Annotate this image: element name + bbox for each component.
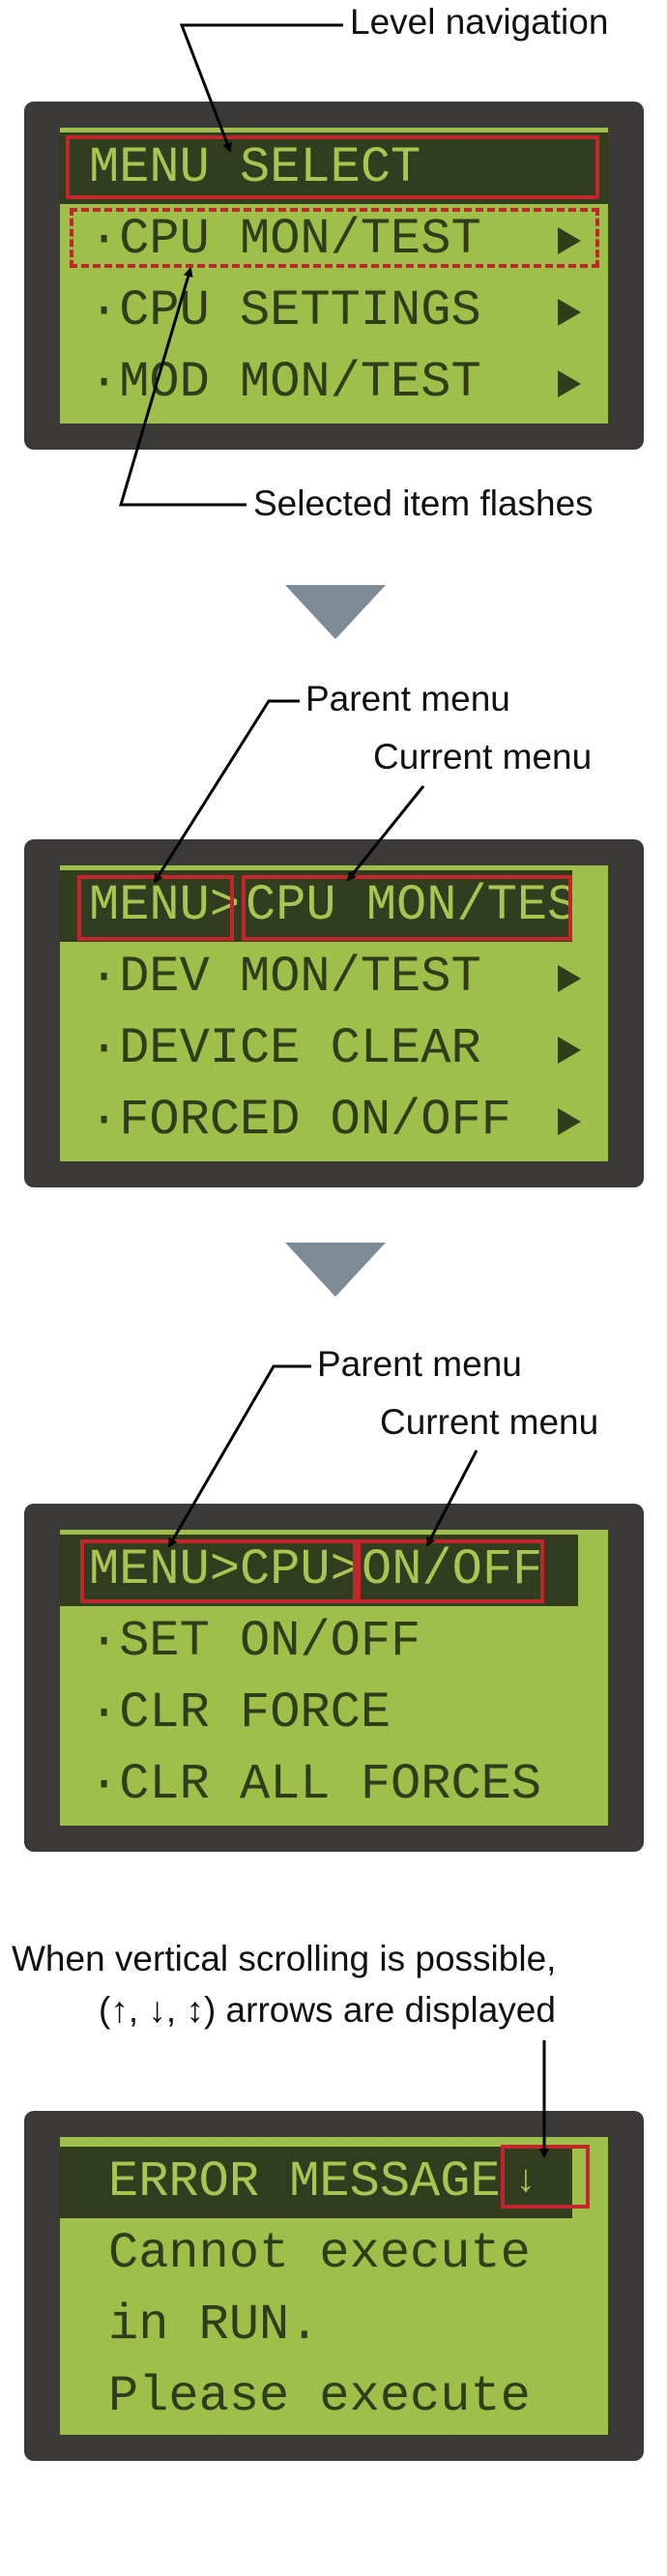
lcd-screen-error-message: ERROR MESSAGE ↓ Cannot execute in RUN. P… [60,2137,608,2435]
menu-item-label: ·MOD MON/TEST [89,354,481,411]
callout-scroll-note-line1: When vertical scrolling is possible, [12,1939,557,1978]
menu-item-cpu-settings[interactable]: ·CPU SETTINGS [60,276,608,347]
message-line-text: Please execute [108,2368,531,2425]
message-line-text: Cannot execute [108,2225,531,2282]
chevron-right-icon [558,942,581,992]
menu-item-cpu-mon-test[interactable]: ·CPU MON/TEST [60,204,608,276]
message-line: Cannot execute [60,2218,608,2290]
callout-parent-menu-1: Parent menu [305,679,510,718]
chevron-right-icon [558,1085,581,1135]
message-line-text: in RUN. [108,2297,320,2354]
message-line: Please execute [60,2361,608,2433]
menu-item-clr-force[interactable]: ·CLR FORCE [60,1678,608,1749]
header-current-menu: CPU MON/TES [246,877,578,934]
header-title: ERROR MESSAGE [108,2153,501,2210]
callout-level-navigation: Level navigation [350,2,609,42]
menu-item-forced-on-off[interactable]: ·FORCED ON/OFF [60,1085,608,1156]
lcd-header-cpu-mon-test: MENU> CPU MON/TES [60,870,577,942]
chevron-right-icon [558,1013,581,1064]
menu-item-clr-all-forces[interactable]: ·CLR ALL FORCES [60,1749,608,1821]
chevron-right-icon [558,276,581,326]
highlight-level-navigation [66,135,599,199]
callout-current-menu-2: Current menu [380,1402,599,1442]
callout-selected-item-flashes: Selected item flashes [253,483,594,523]
highlight-scroll-indicator [501,2145,590,2209]
lcd-frame-cpu-mon-test: MENU> CPU MON/TES ·DEV MON/TEST ·DEVICE … [24,839,644,1187]
callout-parent-menu-2: Parent menu [317,1344,522,1384]
header-parent-menu: MENU> [89,877,241,934]
menu-item-label: ·CPU MON/TEST [89,211,481,268]
menu-item-set-on-off[interactable]: ·SET ON/OFF [60,1606,608,1678]
message-line: in RUN. [60,2290,608,2361]
callout-current-menu-1: Current menu [373,737,593,776]
down-triangle-icon [285,585,386,639]
menu-item-label: ·CPU SETTINGS [89,282,481,339]
highlight-parent-menu-1 [77,875,234,941]
highlight-selected-item [70,208,599,268]
menu-item-label: ·CLR FORCE [89,1684,392,1742]
menu-item-label: ·DEVICE CLEAR [89,1020,481,1077]
chevron-right-icon [558,347,581,397]
highlight-parent-menu-2 [80,1539,357,1603]
scroll-down-arrow-icon: ↓ [514,2160,538,2204]
chevron-right-icon [558,204,581,254]
menu-item-label: ·CLR ALL FORCES [89,1756,542,1813]
lcd-frame-forced-on-off: MENU>CPU> ON/OFF ·SET ON/OFF ·CLR FORCE … [24,1504,644,1852]
menu-item-label: ·SET ON/OFF [89,1613,421,1670]
menu-item-dev-mon-test[interactable]: ·DEV MON/TEST [60,942,608,1013]
lcd-screen-forced-on-off: MENU>CPU> ON/OFF ·SET ON/OFF ·CLR FORCE … [60,1530,608,1826]
highlight-current-menu-2 [357,1539,544,1603]
menu-item-device-clear[interactable]: ·DEVICE CLEAR [60,1013,608,1085]
highlight-current-menu-1 [242,875,572,941]
menu-item-label: ·FORCED ON/OFF [89,1092,511,1149]
lcd-frame-error-message: ERROR MESSAGE ↓ Cannot execute in RUN. P… [24,2111,644,2461]
menu-item-mod-mon-test[interactable]: ·MOD MON/TEST [60,347,608,419]
header-current-menu: ON/OFF [362,1541,543,1598]
lcd-header-forced-on-off: MENU>CPU> ON/OFF [60,1535,578,1606]
callout-scroll-note-line2: (↑, ↓, ↕) arrows are displayed [99,1990,556,2030]
lcd-header-error-message: ERROR MESSAGE ↓ [60,2147,572,2218]
lcd-screen-cpu-mon-test: MENU> CPU MON/TES ·DEV MON/TEST ·DEVICE … [60,865,608,1161]
header-parent-menu: MENU>CPU> [89,1541,361,1598]
down-triangle-icon [285,1243,386,1297]
menu-item-label: ·DEV MON/TEST [89,949,481,1006]
